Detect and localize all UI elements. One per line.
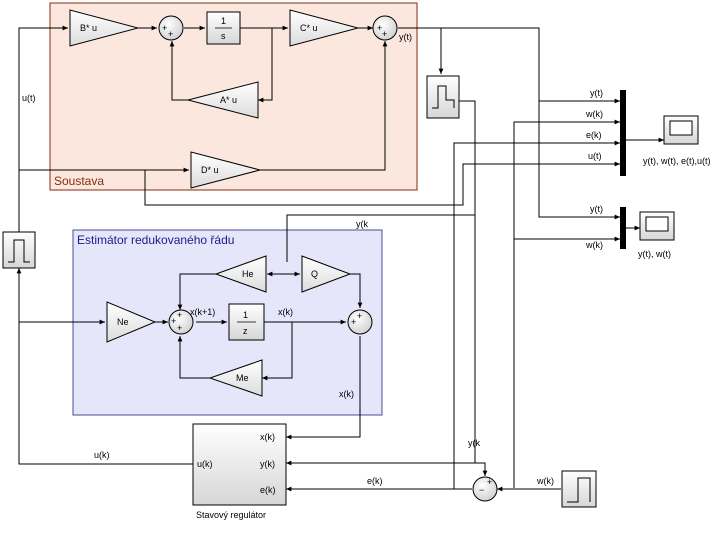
state-controller-block[interactable]: x(k) y(k) e(k) u(k) Stavový regulátor — [192, 423, 287, 520]
gain-b-label: B* u — [80, 23, 97, 33]
svg-text:+: + — [487, 477, 492, 487]
wires — [16, 25, 664, 492]
svg-text:+: + — [162, 23, 167, 33]
gain-c-label: C* u — [300, 23, 318, 33]
mux1-label-w: w(k) — [585, 109, 603, 119]
gain-a-block[interactable]: A* u — [187, 81, 259, 119]
sum-2[interactable]: ++ — [372, 15, 398, 41]
gain-q-label: Q — [311, 269, 318, 279]
svg-text:+: + — [357, 311, 362, 321]
gain-q-block[interactable]: Q — [301, 255, 352, 293]
sum-error[interactable]: −+ — [472, 476, 498, 502]
step-source-w[interactable] — [561, 470, 597, 508]
svg-text:+: + — [382, 29, 387, 39]
label-x-k1: x(k+1) — [190, 307, 215, 317]
sum-4[interactable]: ++ — [347, 309, 373, 335]
label-y-k-bottom: y(k — [468, 438, 480, 448]
unit-delay-block[interactable]: 1 z — [228, 303, 265, 341]
svg-text:+: + — [177, 323, 182, 333]
label-x-k-out: x(k) — [339, 389, 354, 399]
controller-name: Stavový regulátor — [196, 510, 266, 520]
svg-text:+: + — [171, 316, 176, 326]
sum-1[interactable]: ++ — [158, 15, 184, 41]
label-u-k: u(k) — [94, 450, 110, 460]
gain-he-block[interactable]: He — [214, 255, 267, 293]
gain-d-block[interactable]: D* u — [190, 151, 262, 189]
label-e-k: e(k) — [367, 476, 383, 486]
controller-in-ek: e(k) — [260, 485, 276, 495]
gain-b-block[interactable]: B* u — [69, 9, 140, 47]
mux2-label-w: w(k) — [585, 240, 603, 250]
step-source-left[interactable] — [2, 231, 36, 269]
gain-me-block[interactable]: Me — [208, 359, 263, 397]
controller-in-xk: x(k) — [260, 432, 275, 442]
integrator-block[interactable]: 1 s — [206, 11, 241, 45]
gain-me-label: Me — [236, 373, 249, 383]
label-y-k-top: y(k — [356, 219, 368, 229]
mux-2[interactable] — [620, 207, 626, 249]
mux2-label-y: y(t) — [590, 204, 603, 214]
label-x-k-mid: x(k) — [278, 307, 293, 317]
mux1-label-y: y(t) — [590, 88, 603, 98]
svg-text:+: + — [168, 29, 173, 39]
label-w-k: w(k) — [536, 476, 554, 486]
scope-1-label: y(t), w(t), e(t),u(t) — [643, 156, 711, 166]
svg-text:−: − — [479, 485, 484, 495]
mux1-label-u: u(t) — [588, 151, 602, 161]
gain-a-label: A* u — [220, 95, 237, 105]
estimator-title: Estimátor redukovaného řádu — [77, 233, 234, 247]
gain-c-block[interactable]: C* u — [289, 9, 360, 47]
scope-1[interactable]: y(t), w(t), e(t),u(t) — [643, 115, 711, 166]
mux-1[interactable] — [620, 90, 626, 176]
gain-ne-block[interactable]: Ne — [106, 301, 157, 343]
svg-text:+: + — [377, 23, 382, 33]
controller-in-yk: y(k) — [260, 459, 275, 469]
gain-ne-label: Ne — [117, 317, 129, 327]
svg-text:+: + — [177, 310, 182, 320]
scope-2[interactable]: y(t), w(t) — [638, 211, 675, 259]
gain-d-label: D* u — [201, 165, 219, 175]
controller-out-uk: u(k) — [197, 459, 213, 469]
integrator-num: 1 — [221, 16, 226, 26]
svg-text:+: + — [351, 317, 356, 327]
mux1-label-e: e(k) — [586, 130, 602, 140]
system-title: Soustava — [54, 174, 104, 188]
label-y-t: y(t) — [399, 32, 412, 42]
scope-2-label: y(t), w(t) — [638, 249, 671, 259]
delay-num: 1 — [243, 310, 248, 320]
delay-den: z — [243, 326, 248, 336]
zero-order-hold-block[interactable] — [426, 75, 460, 119]
gain-he-label: He — [242, 269, 254, 279]
sum-3[interactable]: +++ — [168, 309, 194, 335]
integrator-den: s — [221, 31, 226, 41]
label-u-t: u(t) — [22, 93, 36, 103]
